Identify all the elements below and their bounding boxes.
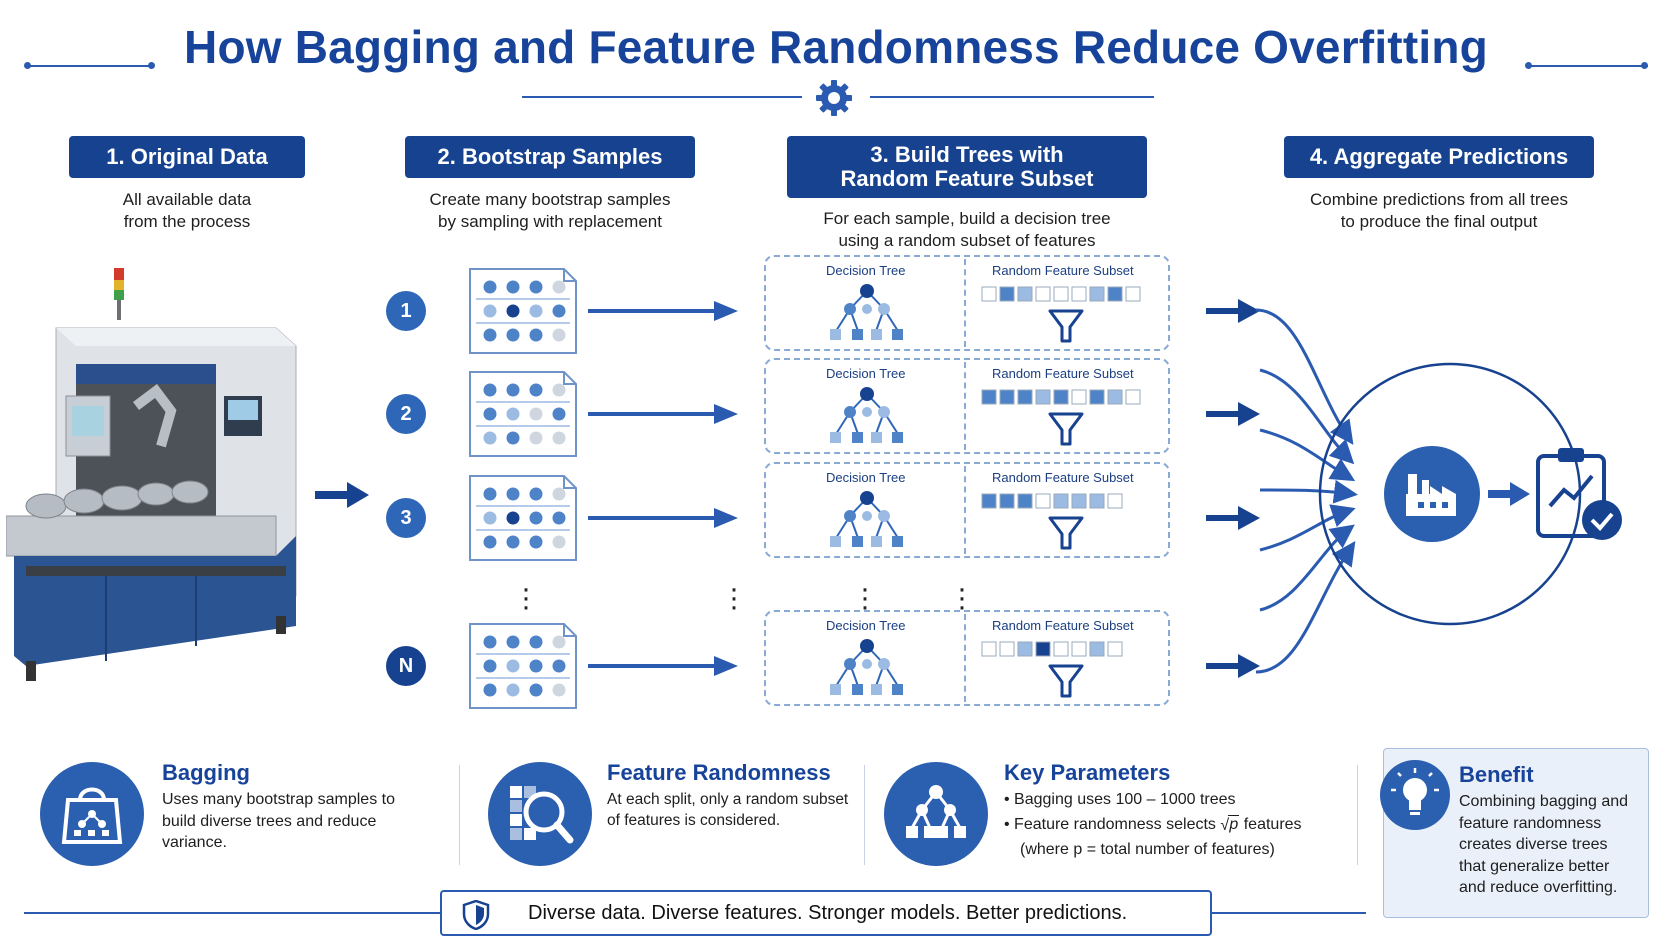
subtitle-rule-left bbox=[522, 96, 802, 98]
magnify-grid-icon bbox=[488, 762, 592, 866]
decision-tree-label: Decision Tree bbox=[826, 263, 906, 278]
key-param-bullet-2: • Feature randomness selects √p features bbox=[1004, 815, 1302, 834]
arrow-to-output bbox=[1488, 482, 1530, 506]
bootstrap-sample-table bbox=[469, 475, 577, 561]
tree-feature-panel: Decision Tree Random Feature Subset bbox=[764, 255, 1170, 351]
sample-marker-2: 2 bbox=[386, 394, 426, 434]
arrow-sample-to-tree bbox=[588, 404, 738, 424]
key-parameters-title: Key Parameters bbox=[1004, 760, 1171, 785]
sample-marker-1: 1 bbox=[386, 291, 426, 331]
factory-icon bbox=[1384, 446, 1480, 542]
bootstrap-sample-table bbox=[469, 623, 577, 709]
random-feature-subset-label: Random Feature Subset bbox=[992, 366, 1134, 381]
tree-feature-panel: Decision Tree Random Feature Subset bbox=[764, 358, 1170, 454]
feature-subset-funnel bbox=[981, 641, 1123, 698]
decision-tree-icon bbox=[830, 387, 903, 443]
benefit-title: Benefit bbox=[1459, 762, 1534, 787]
arrow-tree-to-aggregate bbox=[1206, 299, 1260, 323]
footer-rule-right bbox=[1210, 912, 1366, 914]
feature-subset-funnel bbox=[981, 389, 1141, 446]
title-rule-right bbox=[1528, 65, 1648, 67]
arrow-sample-to-tree bbox=[588, 656, 738, 676]
bag-icon bbox=[40, 762, 144, 866]
bootstrap-sample-table bbox=[469, 268, 577, 354]
decision-tree-icon bbox=[830, 639, 903, 695]
ellipsis-samples: ··· bbox=[521, 572, 531, 623]
panel-separator bbox=[864, 765, 865, 865]
arrow-data-to-samples bbox=[315, 482, 369, 508]
tree-feature-panel: Decision Tree Random Feature Subset bbox=[764, 610, 1170, 706]
sample-marker-3: 3 bbox=[386, 498, 426, 538]
aggregation-diagram bbox=[1255, 308, 1582, 674]
bootstrap-sample-table bbox=[469, 371, 577, 457]
step-1-header: 1. Original Data bbox=[69, 136, 305, 178]
panel-separator bbox=[1357, 765, 1358, 865]
footer-banner: Diverse data. Diverse features. Stronger… bbox=[440, 890, 1212, 936]
decision-tree-label: Decision Tree bbox=[826, 366, 906, 381]
random-feature-subset-label: Random Feature Subset bbox=[992, 470, 1134, 485]
key-param-bullet-1: • Bagging uses 100 – 1000 trees bbox=[1004, 791, 1236, 808]
footer-tagline: Diverse data. Diverse features. Stronger… bbox=[528, 901, 1128, 924]
feature-subset-funnel bbox=[981, 493, 1123, 550]
lightbulb-icon bbox=[1380, 760, 1450, 830]
tree-feature-panel: Decision Tree Random Feature Subset bbox=[764, 462, 1170, 558]
ellipsis-trees: ··· bbox=[860, 572, 870, 623]
title-ornament-dot bbox=[148, 62, 155, 69]
random-feature-subset-label: Random Feature Subset bbox=[992, 618, 1134, 633]
step-2-header: 2. Bootstrap Samples bbox=[405, 136, 695, 178]
arrow-sample-to-tree bbox=[588, 301, 738, 321]
manufacturing-machine-image bbox=[6, 268, 297, 681]
shield-icon bbox=[462, 900, 490, 930]
key-param-note: (where p = total number of features) bbox=[1020, 841, 1275, 858]
subtitle-rule-right bbox=[870, 96, 1154, 98]
ellipsis-arrows: ··· bbox=[729, 572, 739, 623]
panel-separator bbox=[459, 765, 460, 865]
tree-network-icon bbox=[884, 762, 988, 866]
arrow-tree-to-aggregate bbox=[1206, 402, 1260, 426]
gear-icon bbox=[816, 80, 852, 116]
clipboard-chart-icon bbox=[1536, 448, 1622, 540]
title-ornament-dot bbox=[1641, 62, 1648, 69]
ellipsis-subsets: ··· bbox=[957, 572, 967, 623]
sample-marker-4: N bbox=[386, 646, 426, 686]
step-4-header: 4. Aggregate Predictions bbox=[1284, 136, 1594, 178]
decision-tree-icon bbox=[830, 284, 903, 340]
title-rule-left bbox=[28, 65, 152, 67]
feature-subset-funnel bbox=[981, 286, 1141, 343]
feature-randomness-title: Feature Randomness bbox=[607, 760, 831, 785]
decision-tree-label: Decision Tree bbox=[826, 618, 906, 633]
arrow-tree-to-aggregate bbox=[1206, 506, 1260, 530]
title-ornament-dot bbox=[24, 62, 31, 69]
page-title: How Bagging and Feature Randomness Reduc… bbox=[184, 21, 1488, 73]
decision-tree-label: Decision Tree bbox=[826, 470, 906, 485]
decision-tree-icon bbox=[830, 491, 903, 547]
bagging-title: Bagging bbox=[162, 760, 250, 785]
random-feature-subset-label: Random Feature Subset bbox=[992, 263, 1134, 278]
arrow-sample-to-tree bbox=[588, 508, 738, 528]
footer-rule-left bbox=[24, 912, 444, 914]
arrow-tree-to-aggregate bbox=[1206, 654, 1260, 678]
